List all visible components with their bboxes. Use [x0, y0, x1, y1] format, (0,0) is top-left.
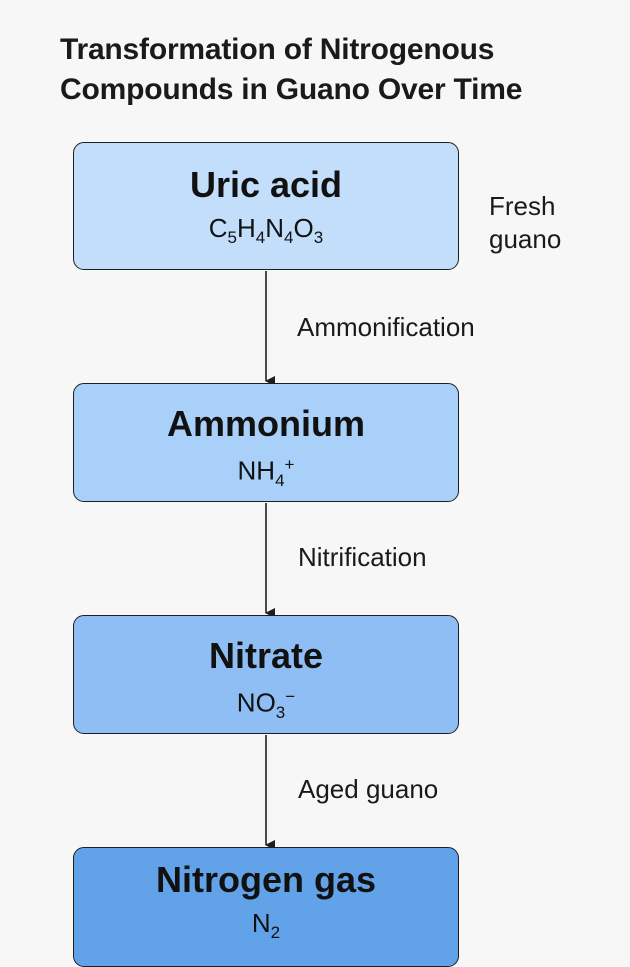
node-uric-acid: Uric acid C5H4N4O3 [73, 142, 459, 270]
node-nitrogen-gas-name: Nitrogen gas [155, 859, 377, 900]
node-nitrogen-gas-formula: N2 [74, 906, 458, 950]
formula-charge: + [284, 455, 295, 474]
formula-element: C [208, 213, 228, 243]
formula-base: NO [236, 687, 276, 718]
label-nitrification: Nitrification [298, 542, 427, 572]
node-uric-acid-formula: C5H4N4O3 [74, 211, 458, 255]
node-ammonium-name: Ammonium [167, 403, 365, 444]
formula-element: H [237, 213, 256, 243]
formula-subscript: 4 [255, 228, 266, 248]
diagram-title: Transformation of Nitrogenous Compounds … [60, 30, 600, 110]
label-ammonification: Ammonification [297, 312, 475, 342]
formula-base: NH [237, 455, 276, 486]
formula-element: N [265, 213, 285, 243]
formula-element: O [293, 213, 314, 243]
node-nitrate-formula: NO3− [74, 680, 458, 730]
formula-charge: − [285, 687, 296, 706]
flow-arrows [265, 271, 275, 850]
label-aged-guano: Aged guano [298, 774, 439, 804]
node-uric-acid-name: Uric acid [189, 164, 343, 205]
formula-subscript: 2 [270, 923, 281, 943]
label-fresh-guano: Fresh guano [489, 190, 561, 256]
formula-base: N [251, 908, 271, 938]
node-ammonium: Ammonium NH4+ [73, 383, 459, 502]
formula-subscript: 5 [227, 228, 238, 248]
node-nitrate-name: Nitrate [208, 635, 324, 676]
label-fresh-guano-line-2: guano [489, 224, 562, 254]
node-nitrate: Nitrate NO3− [73, 615, 459, 734]
title-line-2: Compounds in Guano Over Time [60, 73, 523, 106]
node-ammonium-formula: NH4+ [74, 448, 458, 498]
formula-subscript: 4 [275, 470, 285, 490]
formula-subscript: 3 [275, 702, 286, 722]
formula-subscript: 3 [313, 228, 324, 248]
formula-subscript: 4 [284, 228, 294, 248]
title-line-1: Transformation of Nitrogenous [60, 33, 495, 66]
label-fresh-guano-line-1: Fresh [489, 191, 556, 221]
node-nitrogen-gas: Nitrogen gas N2 [73, 847, 459, 967]
